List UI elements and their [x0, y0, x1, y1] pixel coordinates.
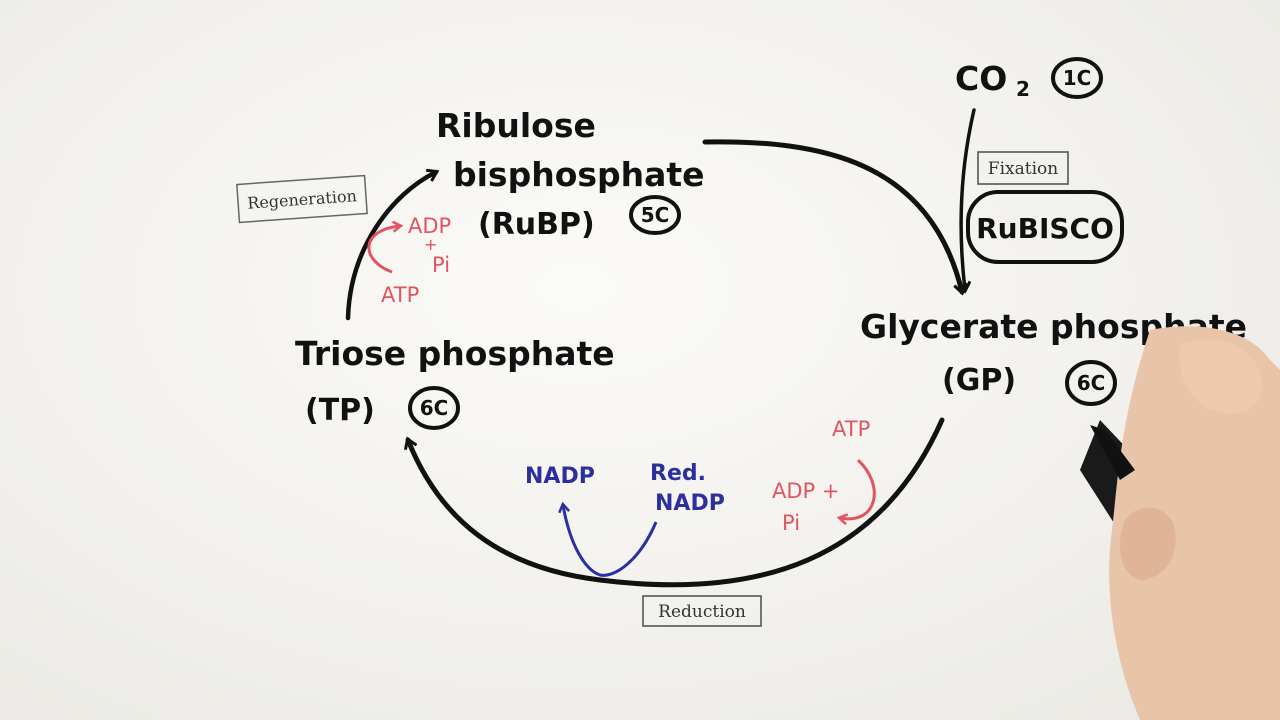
arrow-tp-to-rubp [345, 172, 436, 321]
co2-formula: CO [955, 59, 1007, 98]
regen-plus: + [424, 235, 437, 254]
rubp-line2: bisphosphate [453, 155, 705, 194]
rubisco-box [966, 190, 1124, 264]
fixation-tag: Fixation [988, 159, 1058, 179]
rubp-carbon-badge [629, 195, 681, 235]
regen-atp: ATP [381, 283, 419, 307]
tp-line1: Triose phosphate [295, 334, 615, 373]
nadp-label: NADP [525, 464, 595, 489]
reduction-adp: ADP + [772, 479, 839, 503]
hand-with-marker [1080, 326, 1280, 720]
rubisco-label: RuBISCO [976, 212, 1114, 245]
reduction-tag-box [642, 595, 762, 627]
reduction-atp-arrow [840, 458, 876, 519]
arrow-co2-in [961, 108, 976, 290]
reduction-atp: ATP [832, 417, 870, 441]
regen-atp-arrow [367, 226, 400, 274]
reduction-tag: Reduction [658, 602, 746, 622]
gp-carbons: 6C [1077, 371, 1106, 395]
tp-carbon-badge [408, 386, 460, 430]
tp-carbons: 6C [420, 396, 449, 420]
co2-carbons: 1C [1063, 66, 1092, 90]
rubp-carbons: 5C [641, 203, 670, 227]
tp-abbr: (TP) [305, 393, 375, 428]
nadp-arrow [563, 505, 658, 577]
co2-subscript: 2 [1016, 77, 1030, 101]
arrow-rubp-to-gp [702, 139, 962, 292]
regen-adp: ADP [408, 214, 451, 238]
gp-abbr: (GP) [942, 363, 1016, 398]
co2-carbon-badge [1051, 57, 1103, 99]
regen-pi: Pi [432, 253, 450, 277]
reduction-pi: Pi [782, 511, 800, 535]
fixation-tag-box [977, 151, 1069, 185]
rubp-abbr: (RuBP) [478, 207, 595, 242]
gp-carbon-badge [1065, 360, 1117, 406]
arrow-gp-to-tp [408, 417, 945, 588]
regeneration-tag-box [236, 174, 368, 224]
rubp-line1: Ribulose [436, 106, 596, 145]
red-nadp-line2: NADP [655, 491, 725, 516]
red-nadp-line1: Red. [650, 461, 706, 486]
regeneration-tag: Regeneration [247, 186, 358, 213]
